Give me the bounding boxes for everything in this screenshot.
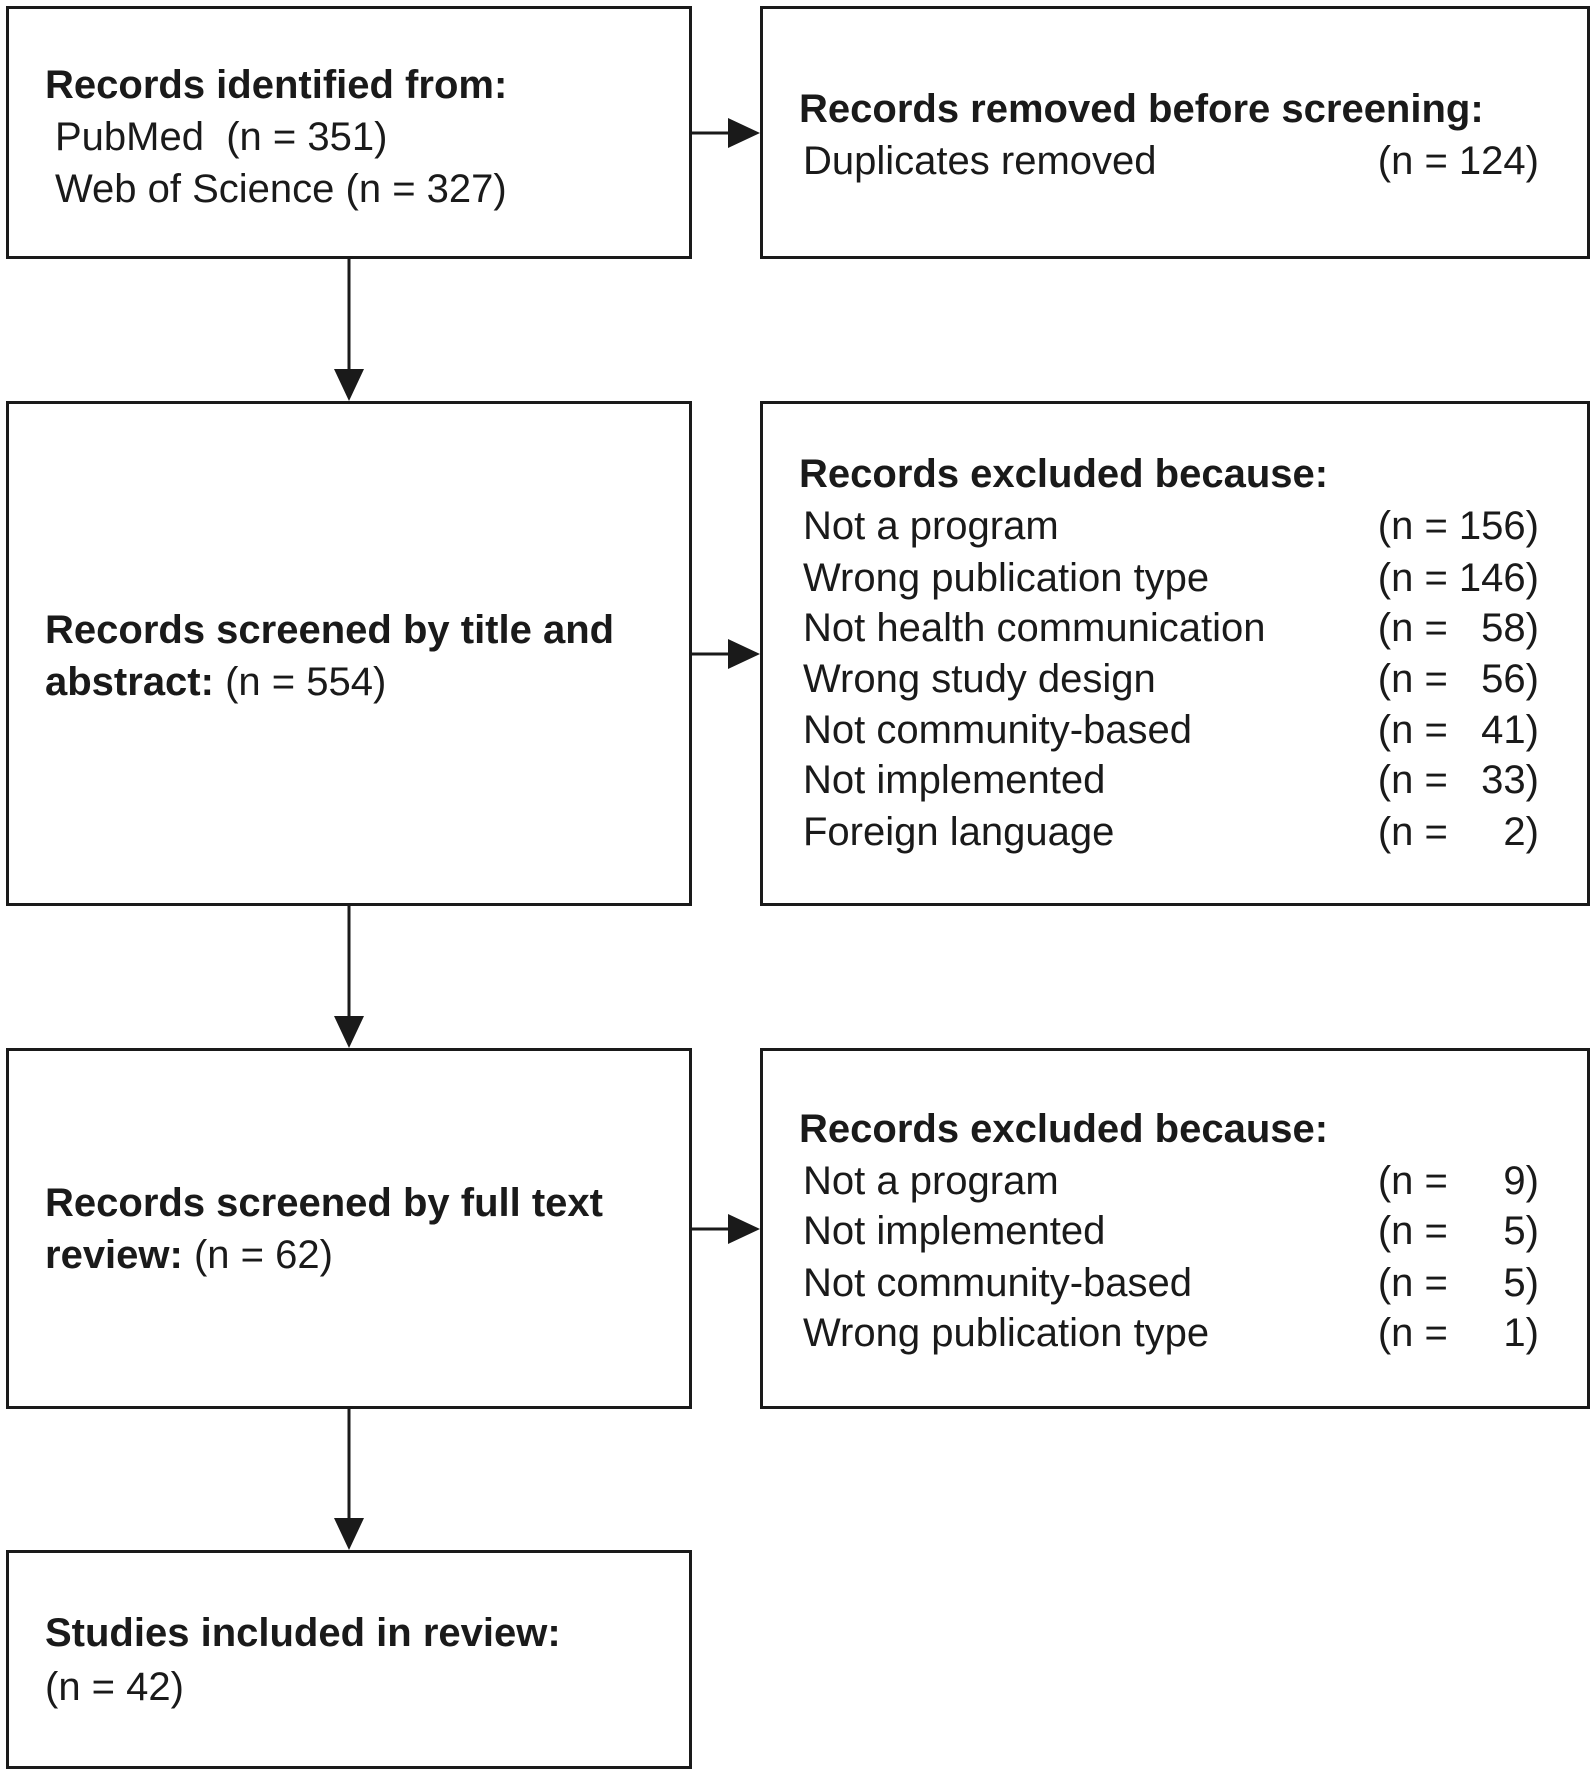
exclusion-reason: Not implemented (n = 33) [803,754,1539,806]
identification-heading: Records identified from: [45,63,508,107]
included-heading: Studies included in review: [45,1611,561,1655]
excluded-full-text-heading: Records excluded because: [799,1107,1329,1151]
exclusion-reason: Not community-based (n = 41) [803,704,1539,756]
reason-label: Not health communication [803,606,1266,650]
removed-heading: Records removed before screening: [799,87,1484,131]
reason-label: Not a program [803,1159,1059,1203]
exclusion-reason: Not a program (n = 9) [803,1155,1539,1207]
title-abstract-box: Records screened by title and abstract: … [6,401,692,906]
removed-item-duplicates: Duplicates removed (n = 124) [803,135,1539,187]
exclusion-reason: Wrong publication type (n = 1) [803,1307,1539,1359]
arrowhead-down [334,369,364,401]
reason-count: (n = 33) [1377,758,1539,802]
reason-count: (n = 5) [1377,1261,1539,1305]
reason-count: (n = 58) [1377,606,1539,650]
exclusion-reason: Not community-based (n = 5) [803,1257,1539,1309]
full-text-heading-line2-text: review: [45,1233,183,1277]
reason-label: Wrong study design [803,657,1156,701]
full-text-heading-line1: Records screened by full text [45,1181,603,1225]
exclusion-reason: Not health communication (n = 58) [803,602,1539,654]
reason-label: Not implemented [803,758,1106,802]
identification-box: Records identified from: PubMed (n = 351… [6,6,692,259]
included-box: Studies included in review: (n = 42) [6,1550,692,1769]
reason-count: (n = 5) [1377,1209,1539,1253]
exclusion-reason: Wrong publication type (n = 146) [803,552,1539,604]
title-abstract-count: (n = 554) [213,660,387,704]
included-count: (n = 42) [45,1665,184,1709]
removed-box: Records removed before screening: Duplic… [760,6,1590,259]
exclusion-reason: Not implemented (n = 5) [803,1205,1539,1257]
title-abstract-heading-line2: abstract: (n = 554) [45,656,386,708]
reason-label: Foreign language [803,810,1115,854]
reason-label: Not community-based [803,708,1193,752]
excluded-title-abstract-box: Records excluded because: Not a program … [760,401,1590,906]
exclusion-reason: Wrong study design (n = 56) [803,653,1539,705]
reason-count: (n = 1) [1377,1311,1539,1355]
title-abstract-heading-line2-text: abstract: [45,660,214,704]
reason-count: (n = 41) [1377,708,1539,752]
exclusion-reason: Foreign language (n = 2) [803,806,1539,858]
source-pubmed: PubMed (n = 351) [55,115,388,159]
excluded-full-text-box: Records excluded because: Not a program … [760,1048,1590,1409]
title-abstract-heading-line1: Records screened by title and [45,608,615,652]
full-text-heading-line2: review: (n = 62) [45,1229,333,1281]
full-text-count: (n = 62) [182,1233,333,1277]
arrowhead-right [728,639,760,669]
reason-label: Wrong publication type [803,556,1210,600]
arrowhead-down [334,1016,364,1048]
reason-count: (n = 156) [1377,504,1539,548]
source-web-of-science: Web of Science (n = 327) [55,167,507,211]
exclusion-reason: Not a program (n = 156) [803,500,1539,552]
arrowhead-right [728,1214,760,1244]
reason-count: (n = 9) [1377,1159,1539,1203]
reason-label: Not community-based [803,1261,1193,1305]
reason-count: (n = 2) [1377,810,1539,854]
arrowhead-right [728,118,760,148]
reason-label: Wrong publication type [803,1311,1210,1355]
full-text-box: Records screened by full text review: (n… [6,1048,692,1409]
reason-label: Not a program [803,504,1059,548]
reason-count: (n = 146) [1377,556,1539,600]
excluded-title-abstract-heading: Records excluded because: [799,452,1329,496]
arrowhead-down [334,1518,364,1550]
reason-count: (n = 124) [1377,139,1539,183]
reason-label: Duplicates removed [803,139,1157,183]
reason-label: Not implemented [803,1209,1106,1253]
reason-count: (n = 56) [1377,657,1539,701]
